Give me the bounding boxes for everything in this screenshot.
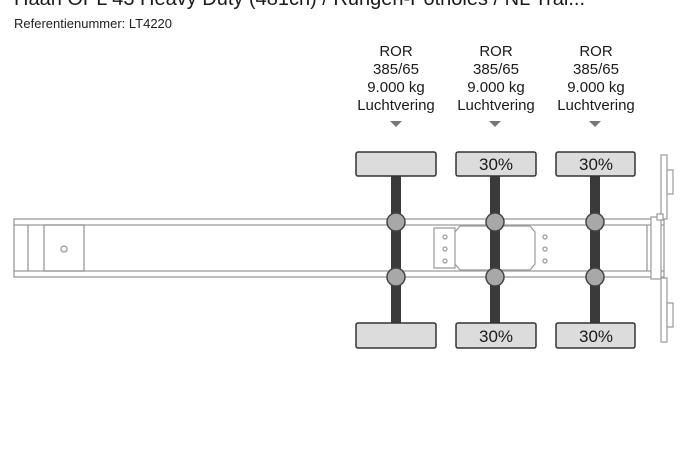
cross-member bbox=[433, 225, 548, 271]
tire-axle-2-top bbox=[455, 151, 537, 177]
tire-size: 385/65 bbox=[573, 61, 619, 78]
tire-axle-3-bottom bbox=[555, 322, 636, 349]
tire-axle-1-top bbox=[355, 151, 437, 177]
coupling-plate bbox=[650, 154, 674, 343]
axle-label-3: ROR 385/65 9.000 kg Luchtvering bbox=[541, 43, 651, 115]
arrow-down-icon bbox=[489, 121, 501, 127]
arrow-down-icon bbox=[390, 121, 402, 127]
chassis-frame bbox=[13, 218, 665, 278]
axle-shafts bbox=[391, 176, 600, 323]
tire-axle-1-bottom bbox=[355, 322, 437, 349]
tire-size: 385/65 bbox=[373, 61, 419, 78]
tire-brand: ROR bbox=[379, 43, 413, 60]
tire-size: 385/65 bbox=[473, 61, 519, 78]
axle-hubs bbox=[386, 212, 605, 287]
tire-wear-label: 30% bbox=[479, 327, 513, 346]
axle-load: 9.000 kg bbox=[367, 79, 425, 96]
tire-wear-label: 30% bbox=[579, 327, 613, 346]
tire-brand: ROR bbox=[579, 43, 613, 60]
suspension-type: Luchtvering bbox=[357, 97, 435, 114]
tire-axle-2-bottom bbox=[455, 322, 537, 349]
tire-wear-label: 30% bbox=[579, 155, 613, 174]
tire-brand: ROR bbox=[479, 43, 513, 60]
axle-load: 9.000 kg bbox=[467, 79, 525, 96]
suspension-type: Luchtvering bbox=[557, 97, 635, 114]
suspension-type: Luchtvering bbox=[457, 97, 535, 114]
tire-axle-3-top bbox=[555, 151, 636, 177]
axle-load: 9.000 kg bbox=[567, 79, 625, 96]
axle-label-1: ROR 385/65 9.000 kg Luchtvering bbox=[341, 43, 451, 115]
tire-wear-label: 30% bbox=[479, 155, 513, 174]
arrow-down-icon bbox=[589, 121, 601, 127]
reference-number: Referentienummer: LT4220 bbox=[14, 16, 173, 31]
axle-label-2: ROR 385/65 9.000 kg Luchtvering bbox=[441, 43, 551, 115]
